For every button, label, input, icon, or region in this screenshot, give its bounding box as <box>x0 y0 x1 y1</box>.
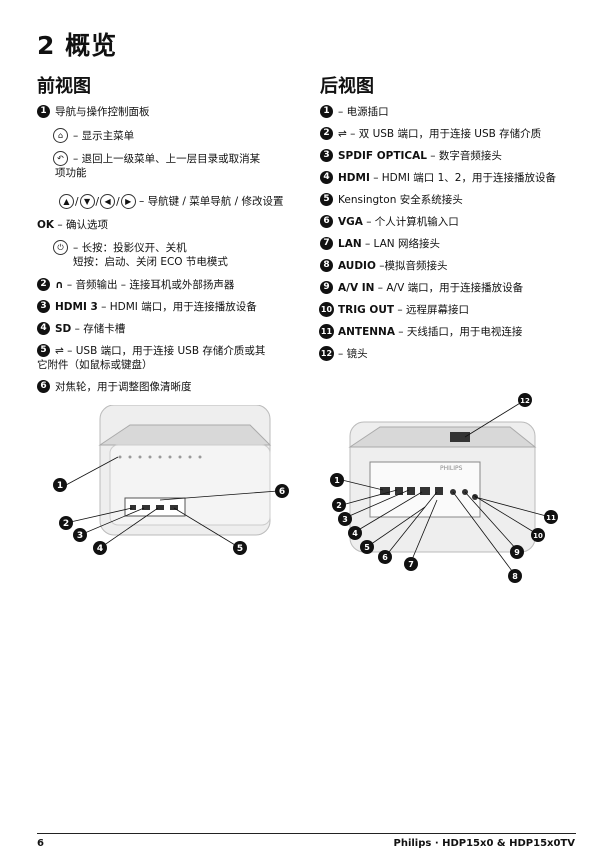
arrow-down-icon: ▼ <box>79 194 95 209</box>
front-item-6: 6 对焦轮，用于调整图像清晰度 <box>37 380 292 394</box>
svg-text:6: 6 <box>279 487 285 497</box>
svg-text:8: 8 <box>512 572 518 581</box>
front-item-4: 4 SD – 存储卡槽 <box>37 322 292 336</box>
nav-arrow-icons: ▲/ ▼/ ◀/ ▶ <box>59 194 136 209</box>
svg-text:7: 7 <box>408 560 414 569</box>
product-name: Philips · HDP15x0 & HDP15x0TV <box>393 838 576 849</box>
rear-item: 12– 镜头 <box>319 346 368 361</box>
front-item-1: 1 导航与操作控制面板 <box>37 105 292 119</box>
front-item-5: 5 ⇌ – USB 端口，用于连接 USB 存储介质或其 它附件（如鼠标或键盘） <box>37 344 266 371</box>
ok-key-desc: OK – 确认选项 <box>37 219 108 231</box>
svg-text:12: 12 <box>520 397 530 405</box>
svg-text:1: 1 <box>57 481 63 491</box>
svg-text:5: 5 <box>364 543 370 552</box>
rear-item: 1– 电源插口 <box>320 105 580 119</box>
arrow-left-icon: ◀ <box>100 194 116 209</box>
nav-keys-desc: ▲/ ▼/ ◀/ ▶ – 导航键 / 菜单导航 / 修改设置 <box>37 194 292 209</box>
usb-icon: ⇌ <box>338 128 351 140</box>
rear-item: 2⇌ – 双 USB 端口，用于连接 USB 存储介质 <box>320 127 580 141</box>
page-title: 2 概览 <box>37 31 118 60</box>
svg-text:3: 3 <box>77 531 83 541</box>
svg-text:4: 4 <box>352 529 358 538</box>
callout-number: 1 <box>37 105 50 118</box>
svg-text:5: 5 <box>237 544 243 554</box>
svg-text:6: 6 <box>382 553 388 562</box>
front-view-list: 1 导航与操作控制面板 ⌂ – 显示主菜单 ↶ – 退回上一级菜单、上一层目录或… <box>37 105 292 402</box>
headphone-icon: ∩ <box>55 279 64 291</box>
svg-text:3: 3 <box>342 515 348 524</box>
svg-text:10: 10 <box>533 532 543 540</box>
front-item-2: 2 ∩ – 音频输出 – 连接耳机或外部扬声器 <box>37 278 292 292</box>
front-view-illustration: 1 2 3 4 5 6 <box>53 405 289 555</box>
back-icon: ↶ <box>53 151 68 166</box>
front-item-3: 3 HDMI 3 – HDMI 端口，用于连接播放设备 <box>37 300 292 314</box>
back-key-desc: ↶ – 退回上一级菜单、上一层目录或取消某 项功能 <box>53 151 261 179</box>
home-icon: ⌂ <box>53 128 68 143</box>
svg-text:9: 9 <box>514 548 520 557</box>
svg-text:1: 1 <box>334 476 340 485</box>
usb-icon: ⇌ <box>55 345 64 357</box>
power-icon: ⏻ <box>53 240 68 255</box>
svg-text:PHILIPS: PHILIPS <box>440 465 463 472</box>
rear-view-heading: 后视图 <box>320 76 374 97</box>
svg-text:4: 4 <box>97 544 103 554</box>
home-key-desc: ⌂ – 显示主菜单 <box>37 128 292 143</box>
svg-text:11: 11 <box>546 514 556 522</box>
rear-view-illustration: PHILIPS 12 1 2 3 4 5 6 7 8 9 10 11 <box>330 393 558 583</box>
svg-text:2: 2 <box>63 519 69 529</box>
footer-rule <box>37 833 576 834</box>
front-view-heading: 前视图 <box>37 76 91 97</box>
svg-text:2: 2 <box>336 501 342 510</box>
page-number: 6 <box>37 838 44 849</box>
arrow-up-icon: ▲ <box>59 194 74 209</box>
arrow-right-icon: ▶ <box>120 194 136 209</box>
power-key-desc: ⏻ – 长按：投影仪开、关机 短按：启动、关闭 ECO 节电模式 <box>37 240 292 269</box>
